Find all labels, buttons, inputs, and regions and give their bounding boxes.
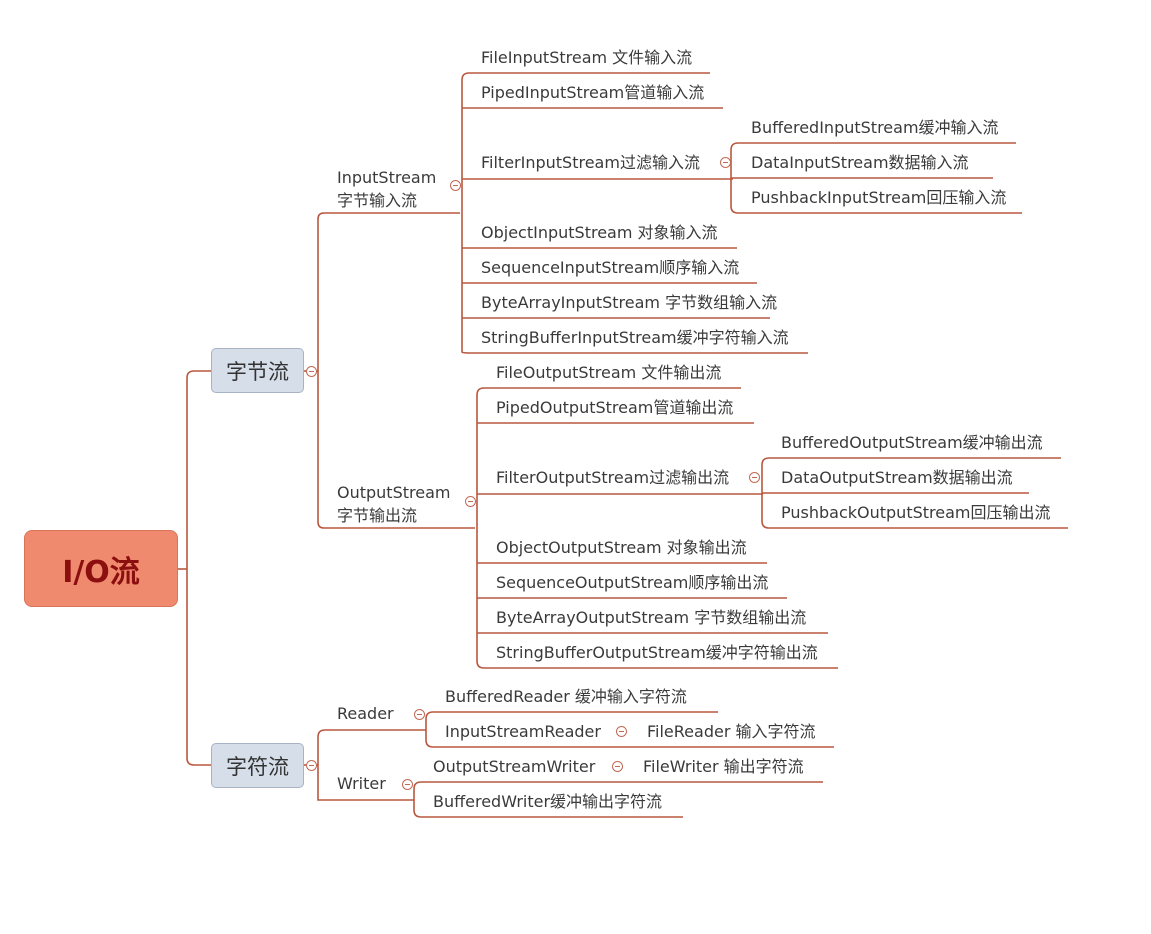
connector-line [476,387,741,528]
input-filter-data[interactable]: DataInputStream数据输入流 [751,153,969,172]
input-item-file[interactable]: FileInputStream 文件输入流 [481,48,693,67]
connector-line [761,494,1068,529]
connector-line [317,729,426,765]
output-filter-buffered[interactable]: BufferedOutputStream缓冲输出流 [781,433,1043,452]
collapse-toggle-icon[interactable] [720,157,731,168]
root-node[interactable]: I/O流 [24,530,178,607]
output-item-stringbuffer[interactable]: StringBufferOutputStream缓冲字符输出流 [496,643,818,662]
collapse-toggle-icon[interactable] [306,760,317,771]
output-item-object[interactable]: ObjectOutputStream 对象输出流 [496,538,747,557]
connector-line [317,765,414,801]
connector-line [413,781,823,800]
output-item-filter[interactable]: FilterOutputStream过滤输出流 [496,468,730,487]
collapse-toggle-icon[interactable] [450,180,461,191]
outputstream-node[interactable]: OutputStream 字节输出流 [337,483,451,525]
input-item-stringbuffer[interactable]: StringBufferInputStream缓冲字符输入流 [481,328,789,347]
collapse-toggle-icon[interactable] [616,726,627,737]
reader-item-inputstreamreader[interactable]: InputStreamReader [445,722,601,741]
connector-line [461,72,710,213]
connector-line [186,370,211,569]
writer-item-outputstreamwriter[interactable]: OutputStreamWriter [433,757,596,776]
output-item-file[interactable]: FileOutputStream 文件输出流 [496,363,722,382]
collapse-toggle-icon[interactable] [414,709,425,720]
input-item-filter[interactable]: FilterInputStream过滤输入流 [481,153,700,172]
connector-line [476,528,838,669]
reader-item-filereader[interactable]: FileReader 输入字符流 [647,722,816,741]
output-item-piped[interactable]: PipedOutputStream管道输出流 [496,398,734,417]
connector-line [317,371,475,529]
input-item-bytearray[interactable]: ByteArrayInputStream 字节数组输入流 [481,293,778,312]
connector-line [461,213,808,354]
reader-node[interactable]: Reader [337,704,394,723]
input-item-piped[interactable]: PipedInputStream管道输入流 [481,83,705,102]
collapse-toggle-icon[interactable] [306,366,317,377]
collapse-toggle-icon[interactable] [612,761,623,772]
output-filter-pushback[interactable]: PushbackOutputStream回压输出流 [781,503,1051,522]
connector-line [730,142,1016,179]
connector-line [761,457,1061,494]
writer-node[interactable]: Writer [337,774,386,793]
collapse-toggle-icon[interactable] [749,472,760,483]
output-item-bytearray[interactable]: ByteArrayOutputStream 字节数组输出流 [496,608,807,627]
input-filter-pushback[interactable]: PushbackInputStream回压输入流 [751,188,1007,207]
inputstream-node[interactable]: InputStream 字节输入流 [337,168,437,210]
collapse-toggle-icon[interactable] [465,496,476,507]
input-filter-buffered[interactable]: BufferedInputStream缓冲输入流 [751,118,999,137]
writer-item-buffered[interactable]: BufferedWriter缓冲输出字符流 [433,792,663,811]
output-filter-data[interactable]: DataOutputStream数据输出流 [781,468,1013,487]
writer-item-filewriter[interactable]: FileWriter 输出字符流 [643,757,804,776]
input-item-object[interactable]: ObjectInputStream 对象输入流 [481,223,718,242]
input-item-sequence[interactable]: SequenceInputStream顺序输入流 [481,258,740,277]
char-stream-node[interactable]: 字符流 [211,743,304,788]
connector-line [730,179,1022,214]
connector-line [186,569,211,766]
collapse-toggle-icon[interactable] [402,779,413,790]
output-item-sequence[interactable]: SequenceOutputStream顺序输出流 [496,573,769,592]
connector-line [413,800,683,818]
reader-item-buffered[interactable]: BufferedReader 缓冲输入字符流 [445,687,687,706]
connector-line [425,711,718,730]
connector-line [425,730,834,748]
connector-line [317,212,460,371]
byte-stream-node[interactable]: 字节流 [211,348,304,393]
